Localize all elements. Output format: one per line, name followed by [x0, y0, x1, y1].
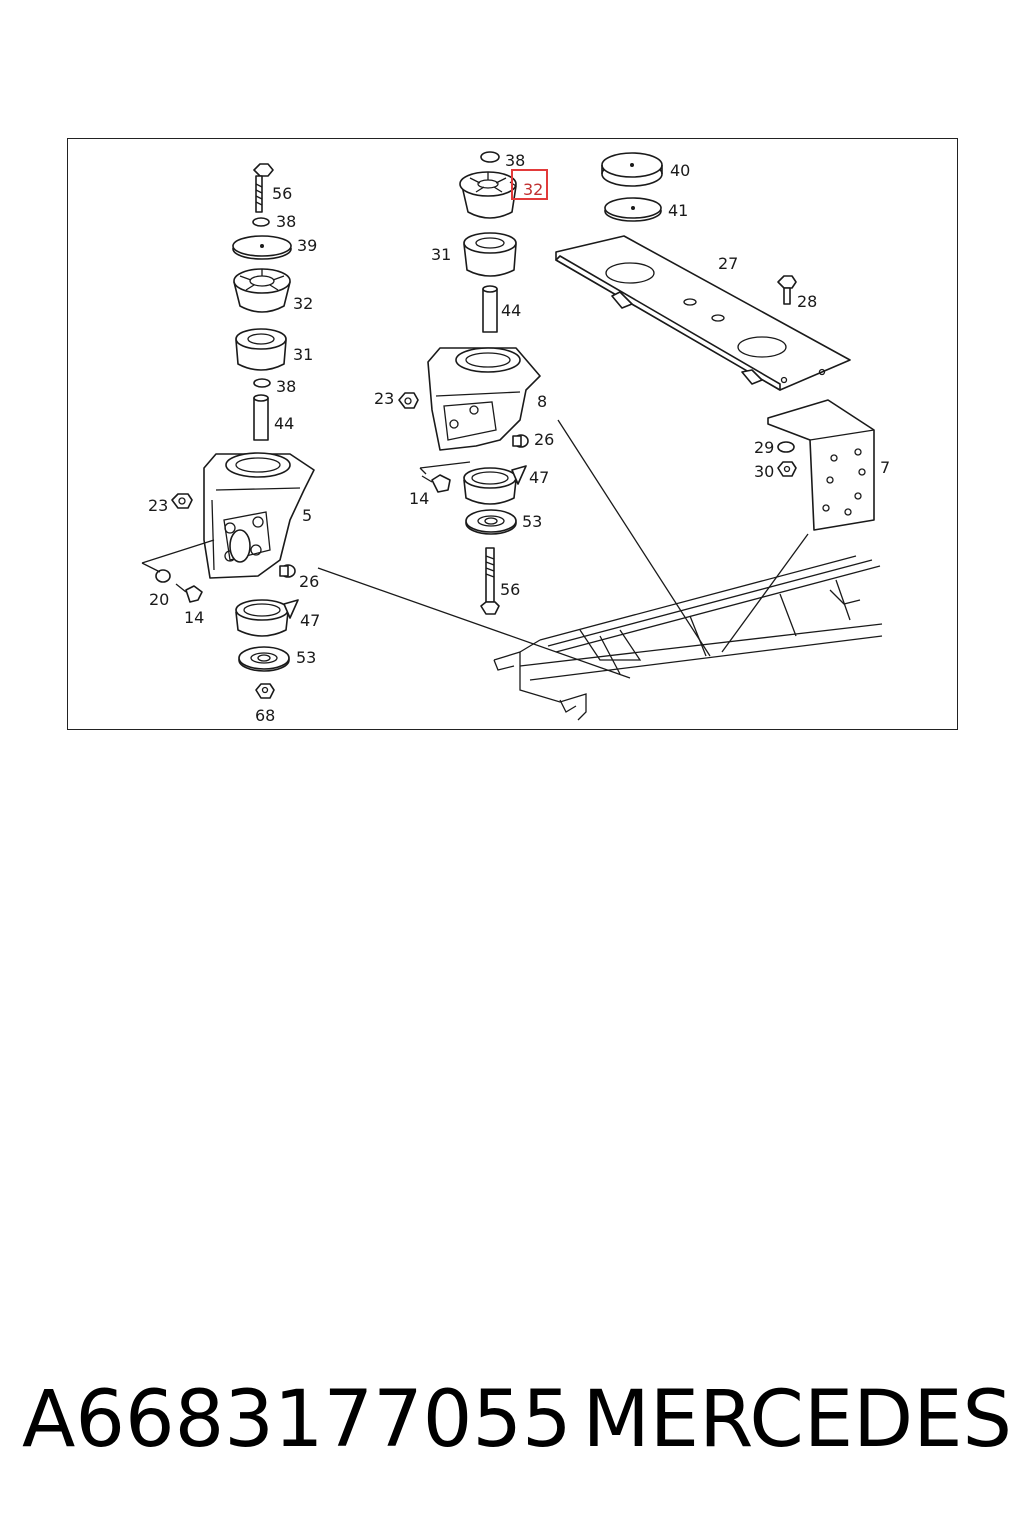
bolt-28 [777, 275, 797, 305]
caption: A6683177055 MERCEDES [22, 1370, 1012, 1470]
plate-41 [604, 197, 662, 222]
nut-23-center [398, 392, 419, 409]
pin-26-center [512, 434, 529, 448]
label-32-left: 32 [293, 294, 313, 313]
bolt-56-center [480, 547, 500, 615]
plate-39 [232, 235, 292, 260]
leader-line-14-center [419, 461, 471, 475]
label-30: 30 [754, 462, 774, 481]
label-32-center: 32 [523, 180, 543, 199]
label-38-left-top: 38 [276, 212, 296, 231]
label-27: 27 [718, 254, 738, 273]
label-28: 28 [797, 292, 817, 311]
nut-68 [255, 683, 275, 699]
label-44-center: 44 [501, 301, 521, 320]
label-14-left: 14 [184, 608, 204, 627]
part-number: A6683177055 [22, 1375, 572, 1465]
engine-bracket-8 [427, 347, 541, 451]
chassis-frame [493, 555, 883, 721]
bolt-14-center [421, 474, 451, 493]
label-38-center: 38 [505, 151, 525, 170]
bolt-14-left [175, 583, 203, 603]
label-68: 68 [255, 706, 275, 725]
label-53-left: 53 [296, 648, 316, 667]
washer-53-center [465, 509, 517, 535]
rubber-mount-32-left [233, 268, 291, 313]
sleeve-31-center [463, 232, 517, 277]
label-47-center: 47 [529, 468, 549, 487]
washer-20 [155, 569, 171, 583]
washer-38-left-bottom [253, 378, 271, 388]
rubber-mount-32-center [459, 171, 517, 219]
label-44-left: 44 [274, 414, 294, 433]
label-56-center: 56 [500, 580, 520, 599]
label-53-center: 53 [522, 512, 542, 531]
pin-26-left [279, 564, 296, 578]
bracket-7 [767, 399, 875, 531]
washer-38-left-top [252, 217, 270, 227]
leader-line-bracket-8 [557, 419, 711, 657]
sleeve-31-left [235, 328, 287, 371]
mount-47-center [463, 465, 527, 505]
washer-29 [777, 441, 795, 453]
label-31-left: 31 [293, 345, 313, 364]
nut-30 [777, 461, 797, 477]
label-29: 29 [754, 438, 774, 457]
diagram-frame [67, 138, 958, 730]
washer-53-left [238, 646, 290, 672]
label-20: 20 [149, 590, 169, 609]
label-7: 7 [880, 458, 890, 477]
nut-23-left [171, 493, 193, 509]
brand-name: MERCEDES [582, 1375, 1013, 1465]
spacer-44-left [253, 394, 269, 441]
crossmember-27 [555, 235, 851, 391]
engine-bracket-5 [203, 452, 315, 579]
plate-40 [601, 152, 663, 187]
label-31-center: 31 [431, 245, 451, 264]
label-47-left: 47 [300, 611, 320, 630]
leader-line-bracket-7 [721, 533, 809, 653]
leader-line-bracket-5 [317, 567, 631, 679]
label-5: 5 [302, 506, 312, 525]
label-23-center: 23 [374, 389, 394, 408]
mount-47-left [235, 599, 299, 637]
label-41: 41 [668, 201, 688, 220]
label-26-left: 26 [299, 572, 319, 591]
spacer-44-center [482, 285, 498, 333]
label-8: 8 [537, 392, 547, 411]
label-26-center: 26 [534, 430, 554, 449]
label-39: 39 [297, 236, 317, 255]
bolt-56-left [253, 163, 274, 213]
label-38-left-bottom: 38 [276, 377, 296, 396]
label-56-left: 56 [272, 184, 292, 203]
label-23-left: 23 [148, 496, 168, 515]
washer-38-center [480, 151, 500, 163]
label-14-center: 14 [409, 489, 429, 508]
label-40: 40 [670, 161, 690, 180]
exploded-parts-diagram: 56 38 39 32 31 38 44 23 5 20 14 26 47 53… [141, 151, 890, 725]
highlight-box-32 [511, 169, 548, 200]
leader-line-20 [141, 539, 215, 573]
